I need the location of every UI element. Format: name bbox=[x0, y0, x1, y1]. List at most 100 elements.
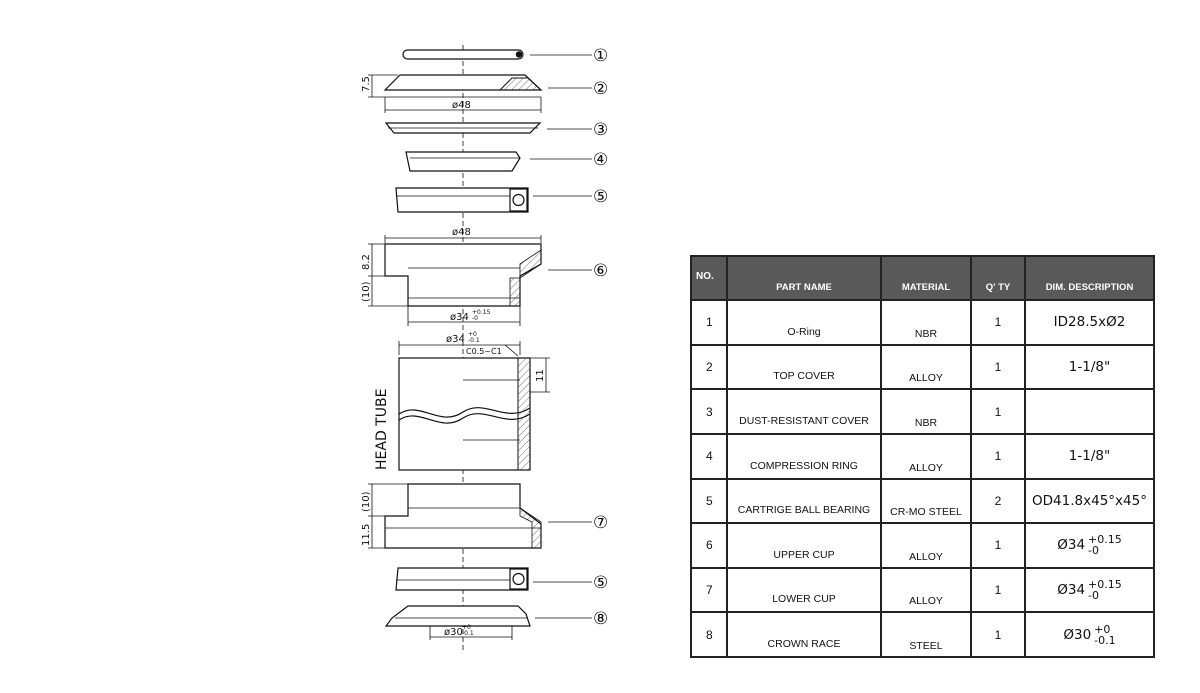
row-material: STEEL bbox=[880, 611, 972, 658]
row-part-name: CROWN RACE bbox=[726, 611, 882, 658]
callout-6: ⑥ bbox=[593, 261, 608, 281]
row-part-name: O-Ring bbox=[726, 299, 882, 346]
tolerance-lower: -0 bbox=[1088, 589, 1100, 603]
row-dim-description: Ø34+0.15-0 bbox=[1024, 522, 1155, 569]
header-no: NO. bbox=[690, 255, 728, 301]
tolerance-upper: +0.15 bbox=[1088, 533, 1122, 547]
dim-upper-cup-bore: ø34 bbox=[450, 312, 469, 323]
dim-value: Ø34 bbox=[1057, 582, 1086, 599]
row-qty: 1 bbox=[970, 432, 1026, 480]
row-qty: 1 bbox=[970, 611, 1026, 658]
table-header-row: NO. PART NAME MATERIAL Q' TY DIM. DESCRI… bbox=[690, 255, 1155, 301]
row-dim-description: ID28.5xØ2 bbox=[1024, 299, 1155, 346]
row-qty: 1 bbox=[970, 388, 1026, 435]
headset-exploded-drawing: ① ② ③ ④ ⑤ ⑥ ⑦ ⑤ ⑧ 7.5 ø48 ø48 8.2 (10) ø… bbox=[361, 45, 608, 650]
row-number: 1 bbox=[690, 299, 728, 346]
row-dim-description: Ø34+0.15-0 bbox=[1024, 566, 1155, 614]
row-material: ALLOY bbox=[880, 522, 972, 569]
dim-value: OD41.8x45°x45° bbox=[1032, 492, 1147, 509]
row-part-name: DUST-RESISTANT COVER bbox=[726, 388, 882, 435]
dim-upper-cup-height-a: 8.2 bbox=[361, 254, 372, 270]
row-material: ALLOY bbox=[880, 432, 972, 480]
part-dust-cover bbox=[384, 122, 592, 134]
callout-2: ② bbox=[593, 79, 608, 99]
part-bearing-lower bbox=[395, 567, 592, 591]
row-dim-description: Ø30+0-0.1 bbox=[1024, 611, 1155, 658]
row-number: 3 bbox=[690, 388, 728, 435]
dim-upper-cup-bore-tol-bot: -0 bbox=[472, 315, 478, 322]
dim-value: Ø34 bbox=[1057, 537, 1086, 554]
dim-value: ID28.5xØ2 bbox=[1053, 314, 1126, 331]
callouts: ① ② ③ ④ ⑤ ⑥ ⑦ ⑤ ⑧ bbox=[593, 46, 608, 629]
dim-tolerance: +0.15-0 bbox=[1088, 579, 1122, 601]
callout-8: ⑧ bbox=[593, 609, 608, 629]
row-number: 5 bbox=[690, 477, 728, 525]
callout-4: ④ bbox=[593, 150, 608, 170]
row-dim-description: 1-1/8" bbox=[1024, 432, 1155, 480]
callout-5: ⑤ bbox=[593, 187, 608, 207]
part-lower-cup bbox=[368, 483, 592, 549]
parts-spec-table: NO. PART NAME MATERIAL Q' TY DIM. DESCRI… bbox=[690, 255, 1155, 658]
tolerance-upper: +0.15 bbox=[1088, 578, 1122, 592]
row-part-name: CARTRIGE BALL BEARING bbox=[726, 477, 882, 525]
row-part-name: TOP COVER bbox=[726, 343, 882, 391]
callout-1: ① bbox=[593, 46, 608, 66]
part-bearing-upper bbox=[395, 187, 592, 213]
dim-tolerance: +0-0.1 bbox=[1094, 624, 1115, 646]
part-compression-ring bbox=[405, 151, 592, 172]
callout-3: ③ bbox=[593, 120, 608, 140]
row-qty: 1 bbox=[970, 299, 1026, 346]
dim-chamfer: C0.5~C1 bbox=[466, 347, 502, 356]
dim-head-tube-depth: 11 bbox=[535, 369, 546, 382]
dim-head-tube-bore: ø34 bbox=[446, 334, 465, 345]
row-dim-description bbox=[1024, 388, 1155, 435]
dim-lower-cup-height-b: 11.5 bbox=[361, 524, 372, 546]
part-top-cover bbox=[368, 74, 592, 113]
row-qty: 1 bbox=[970, 522, 1026, 569]
dim-value: 1-1/8" bbox=[1068, 448, 1111, 465]
header-qty: Q' TY bbox=[970, 255, 1026, 301]
row-number: 6 bbox=[690, 522, 728, 569]
row-qty: 2 bbox=[970, 477, 1026, 525]
row-part-name: COMPRESSION RING bbox=[726, 432, 882, 480]
callout-7: ⑦ bbox=[593, 513, 608, 533]
dim-crown-race-tol-top: +0 bbox=[462, 624, 471, 631]
dim-tolerance: +0.15-0 bbox=[1088, 534, 1122, 556]
tolerance-lower: -0 bbox=[1088, 544, 1100, 558]
dim-crown-race-tol-bot: -0.1 bbox=[462, 630, 474, 637]
row-material: ALLOY bbox=[880, 566, 972, 614]
dim-crown-race: ø30 bbox=[444, 627, 463, 638]
row-part-name: LOWER CUP bbox=[726, 566, 882, 614]
dim-head-tube-tol-top: +0 bbox=[468, 331, 477, 338]
dim-top-cover-height: 7.5 bbox=[361, 76, 372, 92]
row-material: ALLOY bbox=[880, 343, 972, 391]
row-number: 7 bbox=[690, 566, 728, 614]
dim-upper-cup-diameter: ø48 bbox=[452, 227, 471, 238]
row-qty: 1 bbox=[970, 343, 1026, 391]
row-dim-description: OD41.8x45°x45° bbox=[1024, 477, 1155, 525]
dim-head-tube-tol-bot: -0.1 bbox=[468, 337, 480, 344]
row-material: CR-MO STEEL bbox=[880, 477, 972, 525]
header-material: MATERIAL bbox=[880, 255, 972, 301]
tolerance-upper: +0 bbox=[1094, 622, 1111, 636]
dim-upper-cup-bore-tol-top: +0.15 bbox=[472, 309, 491, 316]
dim-value: Ø30 bbox=[1063, 626, 1092, 643]
row-qty: 1 bbox=[970, 566, 1026, 614]
tolerance-lower: -0.1 bbox=[1094, 633, 1116, 647]
row-number: 8 bbox=[690, 611, 728, 658]
callout-5-lower: ⑤ bbox=[593, 573, 608, 593]
row-part-name: UPPER CUP bbox=[726, 522, 882, 569]
part-o-ring bbox=[402, 49, 592, 60]
row-material: NBR bbox=[880, 299, 972, 346]
row-dim-description: 1-1/8" bbox=[1024, 343, 1155, 391]
header-dim: DIM. DESCRIPTION bbox=[1024, 255, 1155, 301]
